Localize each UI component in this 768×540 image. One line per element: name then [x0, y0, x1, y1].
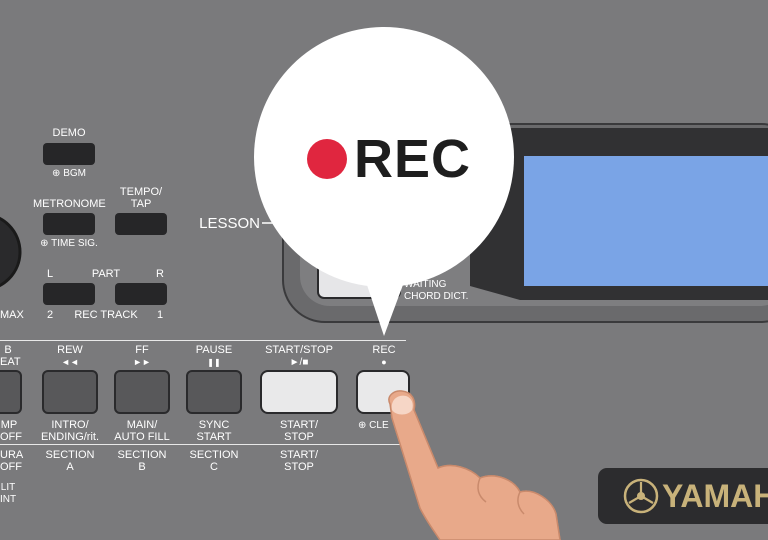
tuning-fork-logo-icon [623, 478, 659, 514]
start-stop-section-label-1: START/ [279, 449, 319, 461]
lesson-label: LESSON [199, 215, 260, 232]
start-stop-label: START/STOP [265, 344, 333, 356]
pointing-hand-icon [388, 390, 561, 540]
pause-symbol: ❚❚ [207, 358, 221, 367]
left-bottom-label-1: MP [0, 419, 18, 431]
demo-label: DEMO [52, 127, 86, 139]
chord-dict-label: CHORD DICT. [404, 291, 469, 302]
rec-label: REC [372, 344, 396, 356]
rew-symbol: ◄◄ [61, 357, 79, 367]
section-b-label-2: B [138, 461, 146, 473]
ff-label: FF [135, 344, 149, 356]
section-a-label-1: SECTION [45, 449, 95, 461]
auto-fill-label: AUTO FILL [114, 431, 170, 443]
section-b-label-1: SECTION [117, 449, 167, 461]
volume-knob[interactable] [0, 214, 22, 290]
sync-start-label: START [196, 431, 232, 443]
rec-track-1-label: 1 [156, 309, 164, 321]
record-dot-icon [307, 139, 347, 179]
callout-rec-label: REC [354, 129, 472, 189]
start-stop-bottom-label-1: START/ [279, 419, 319, 431]
rew-label: REW [57, 344, 83, 356]
part-r-label: R [156, 268, 164, 280]
waiting-label: WAITING [404, 279, 447, 290]
pause-button[interactable] [186, 370, 242, 414]
part-label: PART [91, 268, 121, 280]
start-stop-section-label-2: STOP [284, 461, 314, 473]
ending-label: ENDING/rit. [40, 431, 100, 443]
pause-label: PAUSE [195, 344, 233, 356]
rec-symbol: ● [381, 357, 387, 367]
left-section-label-1: URA [0, 449, 24, 461]
start-stop-bottom-label-2: STOP [284, 431, 314, 443]
max-label: MAX [0, 309, 24, 321]
rec-track-label: REC TRACK [74, 309, 138, 321]
rec-clear-label: ⊕ CLE [358, 420, 389, 431]
left-top-label-2: EAT [0, 356, 21, 368]
brand-name: YAMAHA [662, 478, 768, 514]
left-top-label-1: B [4, 344, 12, 356]
rew-button[interactable] [42, 370, 98, 414]
left-section-label-3: LIT [0, 482, 16, 493]
tempo-label-line1: TEMPO/ [119, 186, 163, 198]
demo-sub-label: ⊕ BGM [52, 168, 86, 179]
rec-button[interactable] [356, 370, 410, 414]
section-c-label-1: SECTION [189, 449, 239, 461]
transport-bottom-divider [0, 444, 406, 445]
left-section-label-2: OFF [0, 461, 22, 473]
section-c-label-2: C [210, 461, 218, 473]
metronome-button[interactable] [43, 213, 95, 235]
intro-label: INTRO/ [51, 419, 89, 431]
metronome-sub-label: ⊕ TIME SIG. [40, 238, 98, 249]
left-partial-button[interactable] [0, 370, 22, 414]
lcd-screen [524, 156, 768, 286]
start-stop-symbol: ►/■ [289, 357, 309, 368]
left-bottom-label-2: OFF [0, 431, 22, 443]
section-a-label-2: A [66, 461, 74, 473]
transport-top-divider [0, 340, 406, 341]
ff-button[interactable] [114, 370, 170, 414]
main-label: MAIN/ [126, 419, 158, 431]
part-l-button[interactable] [43, 283, 95, 305]
metronome-label: METRONOME [33, 198, 106, 210]
sync-label: SYNC [198, 419, 230, 431]
tempo-tap-button[interactable] [115, 213, 167, 235]
rec-callout-bubble [254, 27, 514, 336]
demo-button[interactable] [43, 143, 95, 165]
left-section-label-4: INT [0, 494, 17, 505]
rec-track-2-label: 2 [46, 309, 54, 321]
part-l-label: L [46, 268, 54, 280]
tempo-label-line2: TAP [130, 198, 152, 210]
part-r-button[interactable] [115, 283, 167, 305]
ff-symbol: ►► [133, 357, 151, 367]
start-stop-button[interactable] [260, 370, 338, 414]
